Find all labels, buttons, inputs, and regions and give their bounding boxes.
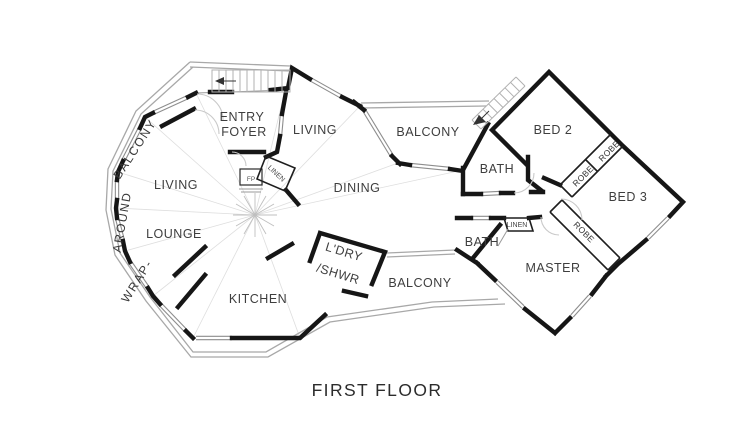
interior-walls [159,89,624,311]
closet-label-robe-bed2: ROBE [571,164,596,189]
room-label-bath-upper: BATH [480,162,514,176]
closet-label-robe-master: ROBE [572,220,597,245]
room-label-kitchen: KITCHEN [229,292,287,306]
room-label-bed3: BED 3 [609,190,648,204]
room-label-dining: DINING [334,181,381,195]
stair-arrow-icon [473,115,486,125]
room-label-bed2: BED 2 [534,123,573,137]
room-label-balcony-upper: BALCONY [396,125,459,139]
windows [114,77,670,341]
starburst [233,193,277,237]
robe-closets-bed [559,133,624,198]
exterior-walls [113,64,687,342]
door-arcs [194,93,583,236]
linen-closet-hall [502,217,535,232]
balcony-railing [105,61,506,358]
room-label-master: MASTER [525,261,580,275]
closet-label-linen-core: LINEN [266,165,286,184]
staircase-top [211,69,291,93]
fireplace [239,168,263,193]
room-label-living-upper: LIVING [293,123,337,137]
ceiling-lines [115,69,464,339]
room-label-laundry2: /SHWR [315,261,361,287]
room-label-living-west: LIVING [154,178,198,192]
fireplace-label: FP [247,176,255,183]
room-label-foyer: FOYER [221,125,267,139]
page-title: FIRST FLOOR [312,380,443,400]
room-label-lounge: LOUNGE [146,227,202,241]
stair-arrow-icon [215,77,224,85]
robe-closet-master [549,199,621,271]
room-label-bath-lower: BATH [465,235,499,249]
room-label-entry: ENTRY [220,110,265,124]
staircase-wing [471,76,526,130]
closet-label-linen-hall: LINEN [507,222,528,229]
room-label-balcony-lower: BALCONY [388,276,451,290]
